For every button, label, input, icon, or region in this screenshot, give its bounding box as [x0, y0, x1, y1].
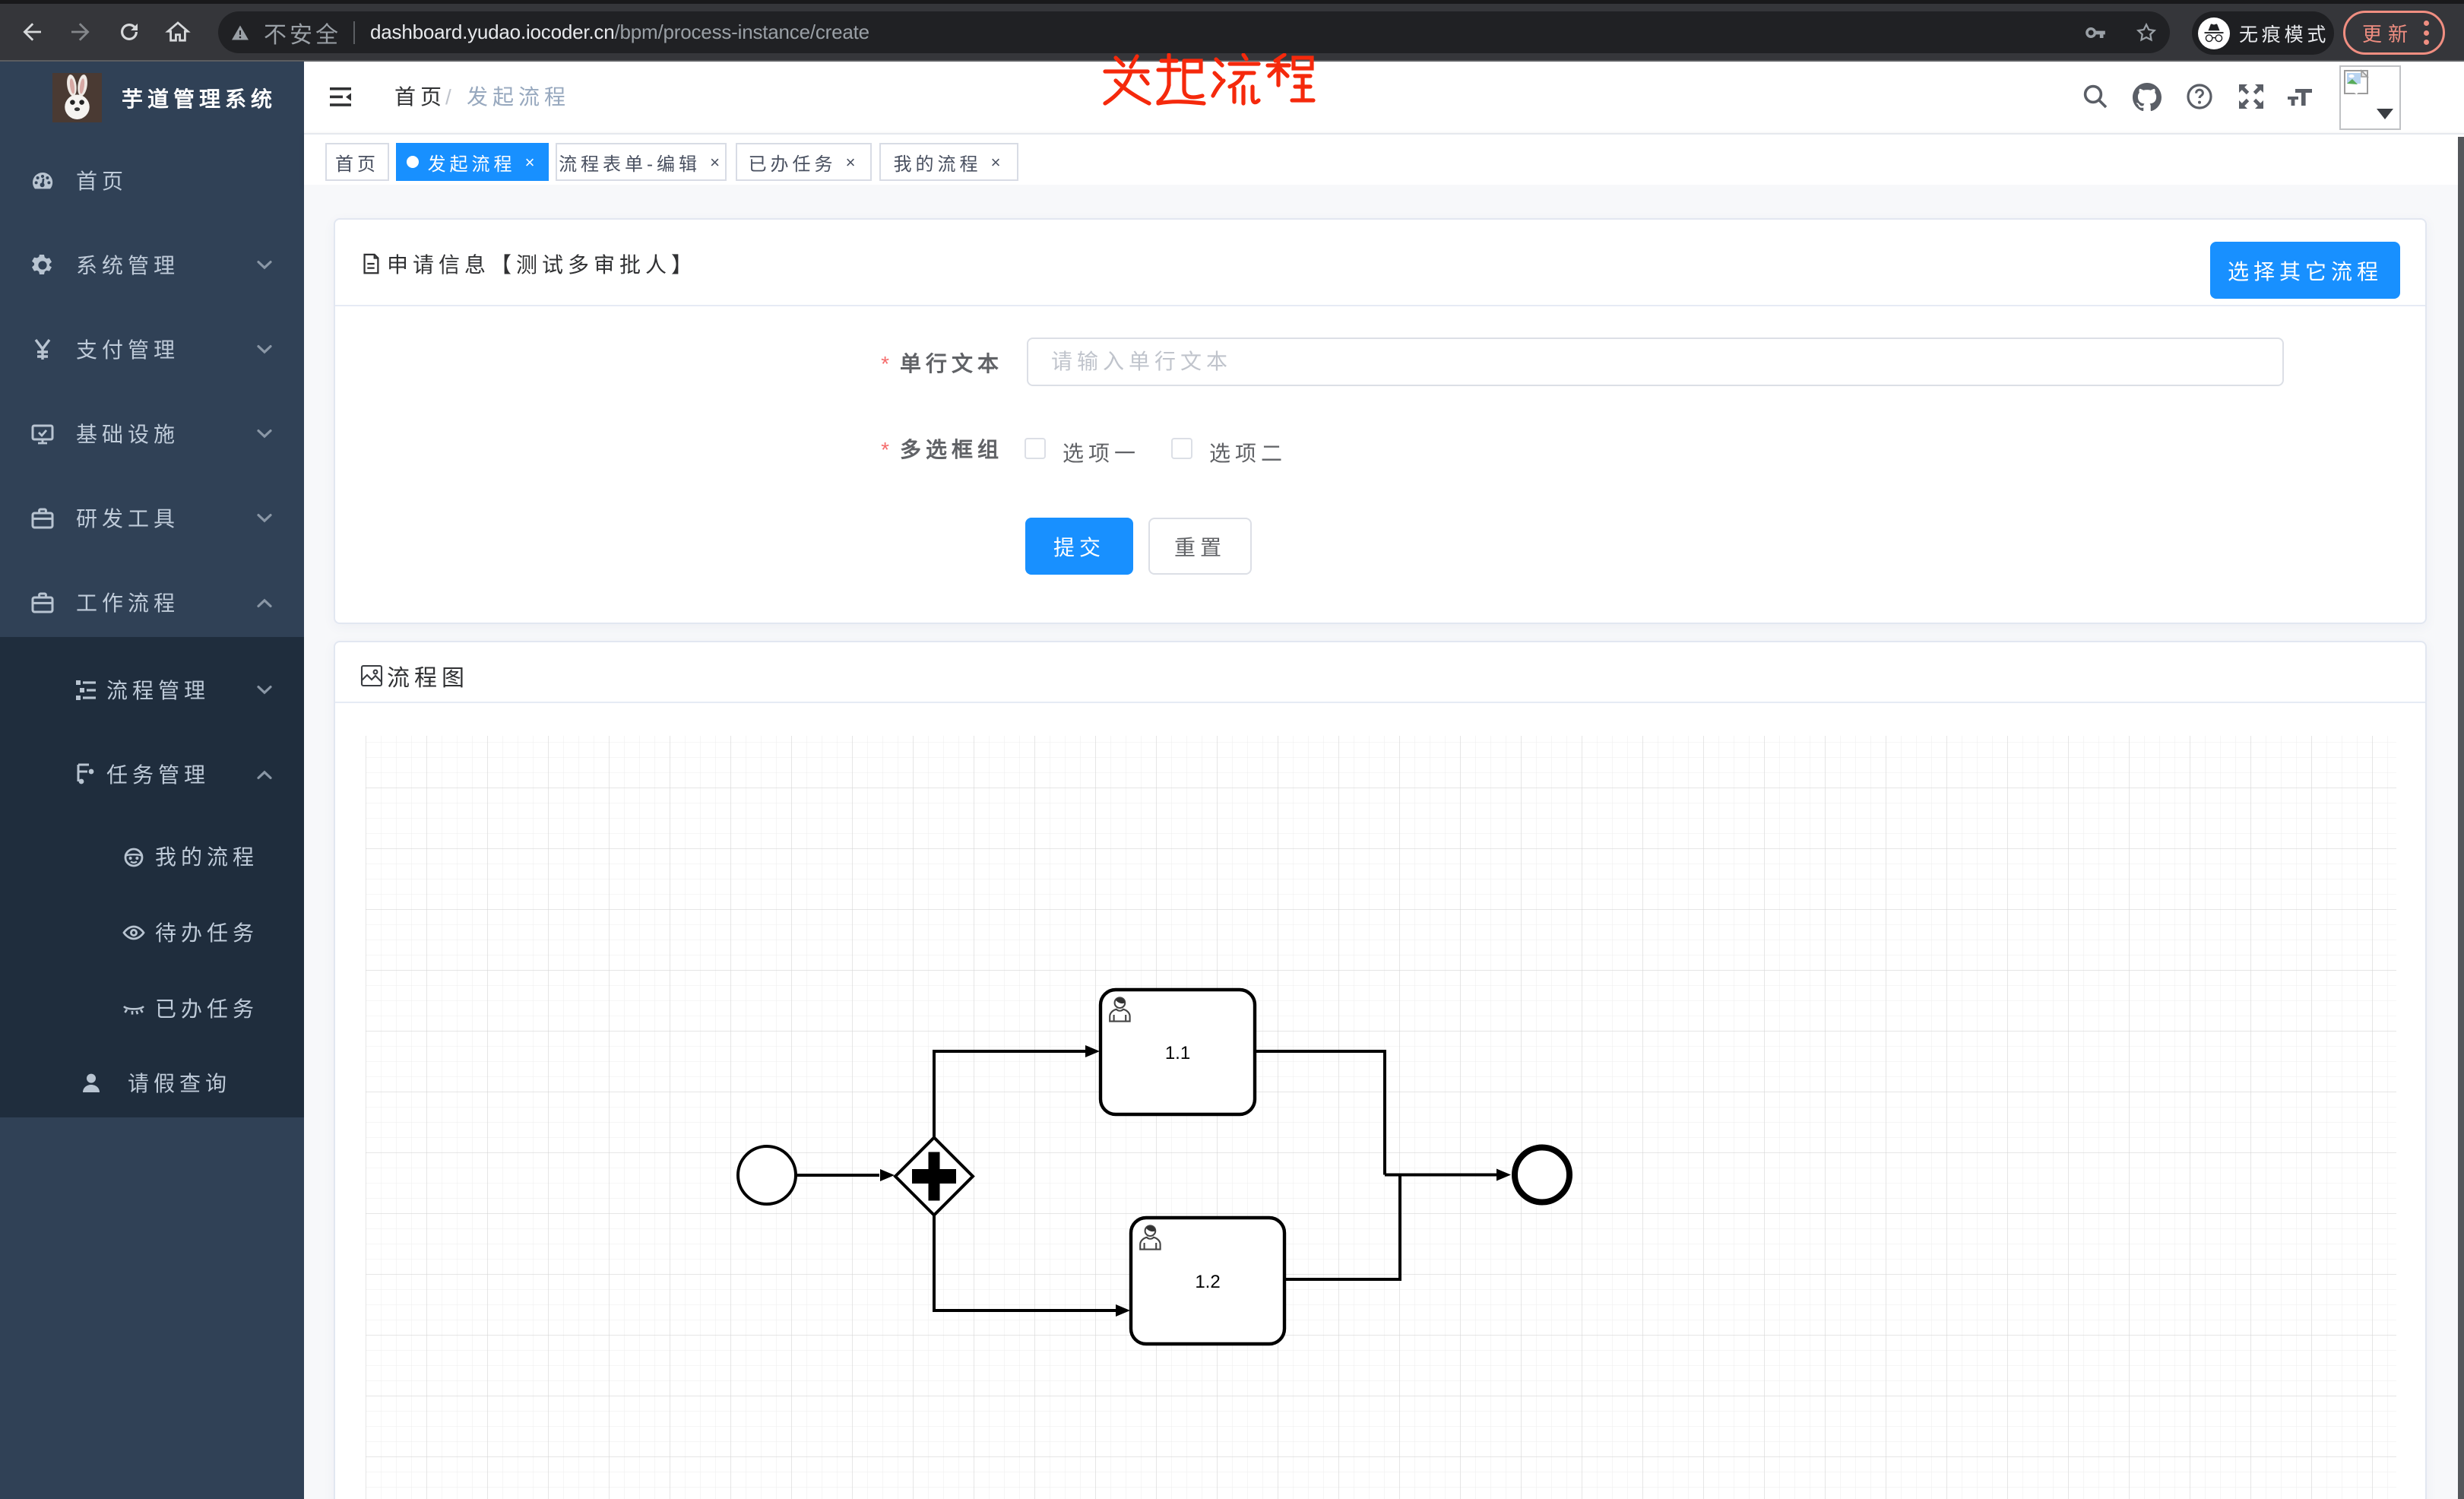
svg-text:1.2: 1.2	[1195, 1272, 1220, 1292]
svg-text:1.1: 1.1	[1165, 1043, 1190, 1063]
